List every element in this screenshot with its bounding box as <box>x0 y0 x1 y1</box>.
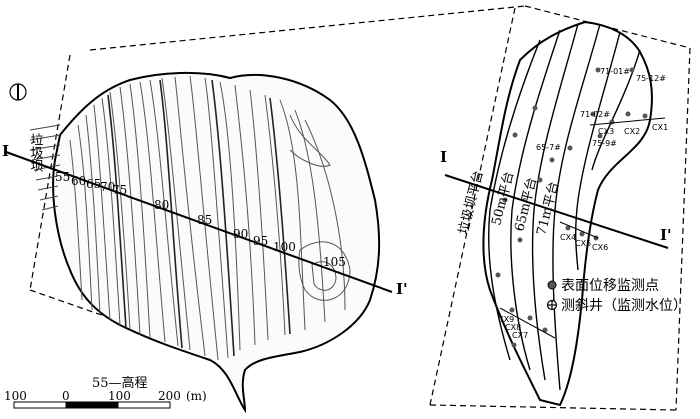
legend-label-inclinometer: 测斜井（监测水位） <box>561 298 687 314</box>
scale-bar: 55—高程 100 0 100 200 (m) <box>4 375 207 409</box>
legend: 表面位移监测点 测斜井（监测水位） <box>546 278 687 314</box>
svg-text:90: 90 <box>233 227 248 241</box>
svg-text:200: 200 <box>158 389 181 403</box>
svg-text:CX9: CX9 <box>498 315 514 324</box>
svg-text:70: 70 <box>100 180 115 194</box>
svg-text:CX7: CX7 <box>512 331 528 340</box>
svg-text:85: 85 <box>197 213 212 227</box>
section-label-right-end: I' <box>660 226 672 244</box>
left-map: I I' 垃圾坝 55 60 65 70 75 80 85 90 95 100 … <box>2 71 408 414</box>
filled-dot-icon <box>547 280 557 290</box>
landfill-boundary <box>52 71 381 414</box>
cx-line-mid <box>559 221 599 239</box>
dam-label: 垃圾坝 <box>28 133 44 172</box>
svg-text:(m): (m) <box>186 389 207 403</box>
svg-text:95: 95 <box>253 234 268 248</box>
svg-text:60: 60 <box>71 174 86 188</box>
svg-text:CX5: CX5 <box>575 239 591 248</box>
svg-text:105: 105 <box>323 255 346 269</box>
svg-text:71m平台: 71m平台 <box>534 180 562 237</box>
svg-text:CX1: CX1 <box>652 123 668 132</box>
svg-text:CX8: CX8 <box>505 323 521 332</box>
svg-text:垃圾坝: 垃圾坝 <box>28 133 44 172</box>
section-line-left <box>5 151 393 293</box>
svg-text:75: 75 <box>112 183 127 197</box>
section-label-left: I <box>2 142 9 160</box>
svg-text:CX4: CX4 <box>560 233 576 242</box>
svg-text:65-7#: 65-7# <box>536 143 561 152</box>
svg-text:0: 0 <box>62 389 70 403</box>
svg-text:75-9#: 75-9# <box>592 139 617 148</box>
elevation-label: 55—高程 <box>92 375 148 391</box>
svg-text:CX3: CX3 <box>598 127 614 136</box>
svg-text:80: 80 <box>154 198 169 212</box>
svg-text:CX2: CX2 <box>624 127 640 136</box>
contour-lines <box>69 75 351 361</box>
north-arrow-icon <box>9 83 27 101</box>
point-labels: 71-01# 75-12# 71-02# CX3 CX2 CX1 75-9# 6… <box>498 67 668 340</box>
svg-text:100: 100 <box>4 389 27 403</box>
crossed-circle-icon <box>546 299 558 311</box>
section-label-left-end: I' <box>396 280 408 298</box>
contour-major-lines <box>107 79 291 357</box>
contour-labels: 55 60 65 70 75 80 85 90 95 100 105 <box>55 170 346 269</box>
svg-text:71-01#: 71-01# <box>600 67 630 76</box>
section-line-right <box>444 174 669 249</box>
dam-hatch <box>29 124 61 211</box>
right-map: I I' 垃圾坝平台 50m平台 65m平台 71m平台 71-01# 75-1… <box>440 20 687 407</box>
svg-text:CX6: CX6 <box>592 243 608 252</box>
svg-text:100: 100 <box>273 240 296 254</box>
right-site-boundary <box>482 20 653 407</box>
cx-line-top <box>589 117 666 126</box>
cx-line-bottom <box>499 307 556 339</box>
svg-text:75-12#: 75-12# <box>636 74 666 83</box>
svg-text:55: 55 <box>55 170 70 184</box>
monitoring-points <box>495 67 648 348</box>
platform-labels: 垃圾坝平台 50m平台 65m平台 71m平台 <box>456 169 562 237</box>
svg-text:100: 100 <box>108 389 131 403</box>
svg-text:71-02#: 71-02# <box>580 110 610 119</box>
section-label-right-start: I <box>440 148 447 166</box>
legend-label-surface: 表面位移监测点 <box>561 278 659 294</box>
svg-text:65: 65 <box>86 177 101 191</box>
platform-lines <box>488 23 641 391</box>
